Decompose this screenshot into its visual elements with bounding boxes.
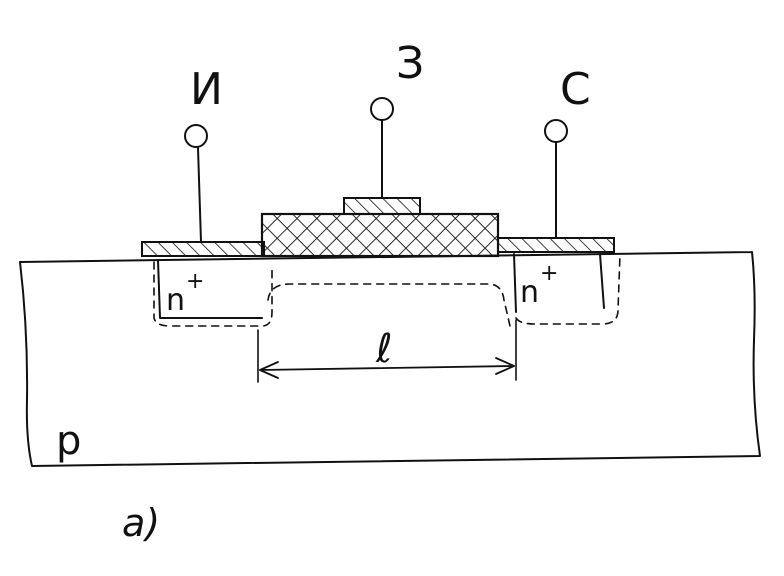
source-terminal-circle (184, 124, 208, 148)
channel-outline (267, 283, 511, 327)
dimension-arrow-left (259, 361, 279, 379)
channel-length-label: ℓ (375, 326, 393, 372)
dimension-line (259, 365, 515, 371)
gate-terminal-label: З (396, 38, 424, 89)
figure-label: a) (122, 501, 160, 545)
gate-electrode (343, 197, 421, 215)
source-lead (197, 147, 202, 243)
dimension-arrow-right (495, 357, 515, 375)
source-contact (141, 241, 265, 257)
drain-n-region (513, 253, 605, 313)
source-n-region (157, 259, 263, 319)
drain-n-region-dashed (515, 253, 621, 325)
source-n-region-dashed (153, 261, 273, 327)
drain-contact (497, 237, 615, 253)
source-doping-label: n (166, 283, 185, 318)
drain-terminal-circle (544, 119, 568, 143)
source-terminal-label: И (190, 64, 223, 115)
gate-terminal-circle (370, 97, 394, 121)
source-doping-superscript: + (186, 269, 204, 294)
drain-doping-label: n (520, 275, 539, 310)
drain-terminal-label: С (560, 64, 591, 115)
drain-doping-superscript: + (540, 261, 558, 286)
gate-oxide (260, 212, 500, 258)
substrate-label: p (56, 418, 81, 464)
